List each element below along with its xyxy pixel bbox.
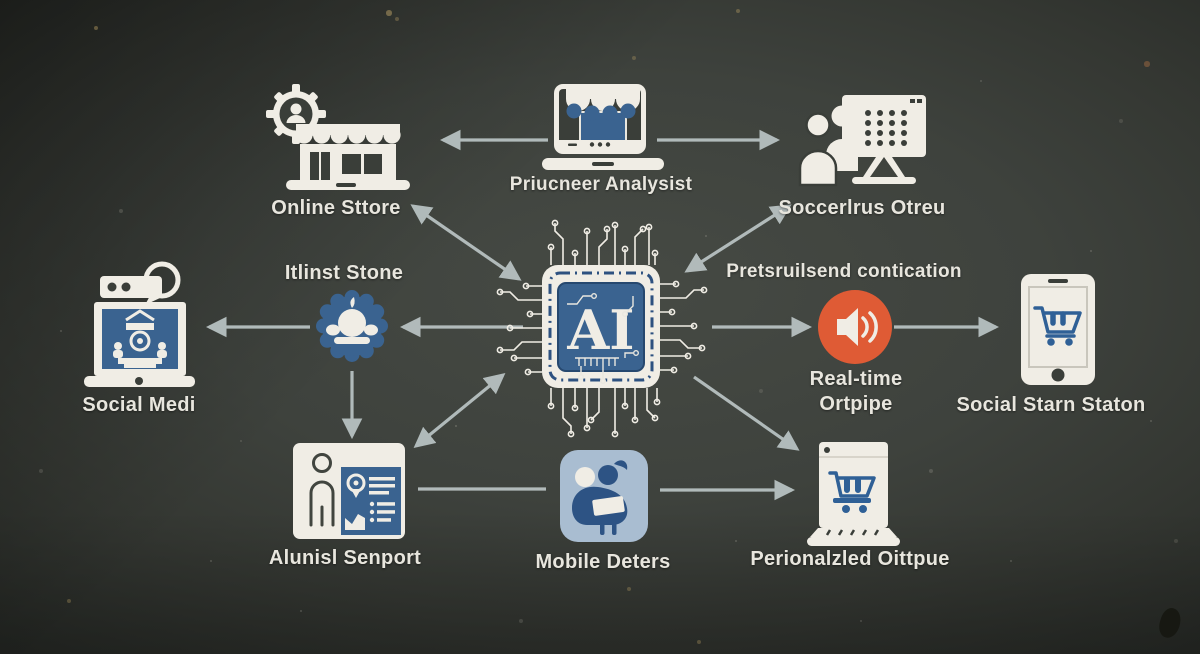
instant-badge-label: Itlinst Stone bbox=[284, 262, 404, 284]
online-store-label: Online Sttore bbox=[271, 197, 401, 219]
ai-chip-circuit-icon: AI bbox=[496, 219, 708, 438]
laptop-chat-store-icon bbox=[84, 261, 195, 387]
analysis-report-label: Alunisl Senport bbox=[268, 547, 422, 569]
orange-speaker-circle-icon bbox=[818, 290, 892, 364]
realtime-label-line2: Ortpipe bbox=[819, 393, 893, 415]
laptop-shopping-cart-icon bbox=[807, 442, 900, 546]
mobile-orders-label: Mobile Deters bbox=[535, 551, 671, 573]
storefront bbox=[286, 124, 410, 190]
people-monitor-grid-icon bbox=[798, 95, 926, 187]
realtime-caption: Pretsruilsend contication bbox=[726, 261, 962, 282]
person-report-card-icon bbox=[293, 443, 405, 539]
personalized-output-label: Perionalzled Oittpue bbox=[750, 548, 950, 570]
blue-scallop-badge-icon bbox=[316, 290, 388, 362]
social-media-label: Social Medi bbox=[82, 394, 196, 416]
storefront-gear-user-icon bbox=[266, 84, 410, 190]
chip-inner-doodles bbox=[567, 292, 639, 384]
laptop-storefront-icon bbox=[542, 84, 664, 170]
people-device-tile-icon bbox=[560, 450, 648, 542]
ai-chip-label: AI bbox=[566, 298, 634, 362]
customer-group-label: Soccerlrus Otreu bbox=[778, 197, 946, 219]
mobile-shop-label: Social Starn Staton bbox=[956, 394, 1146, 416]
price-analysis-label: Priucneer Analysist bbox=[509, 174, 693, 195]
realtime-label-line1: Real-time bbox=[809, 368, 903, 390]
phone-shopping-cart-icon bbox=[1021, 274, 1095, 385]
circuit-traces bbox=[496, 219, 708, 438]
